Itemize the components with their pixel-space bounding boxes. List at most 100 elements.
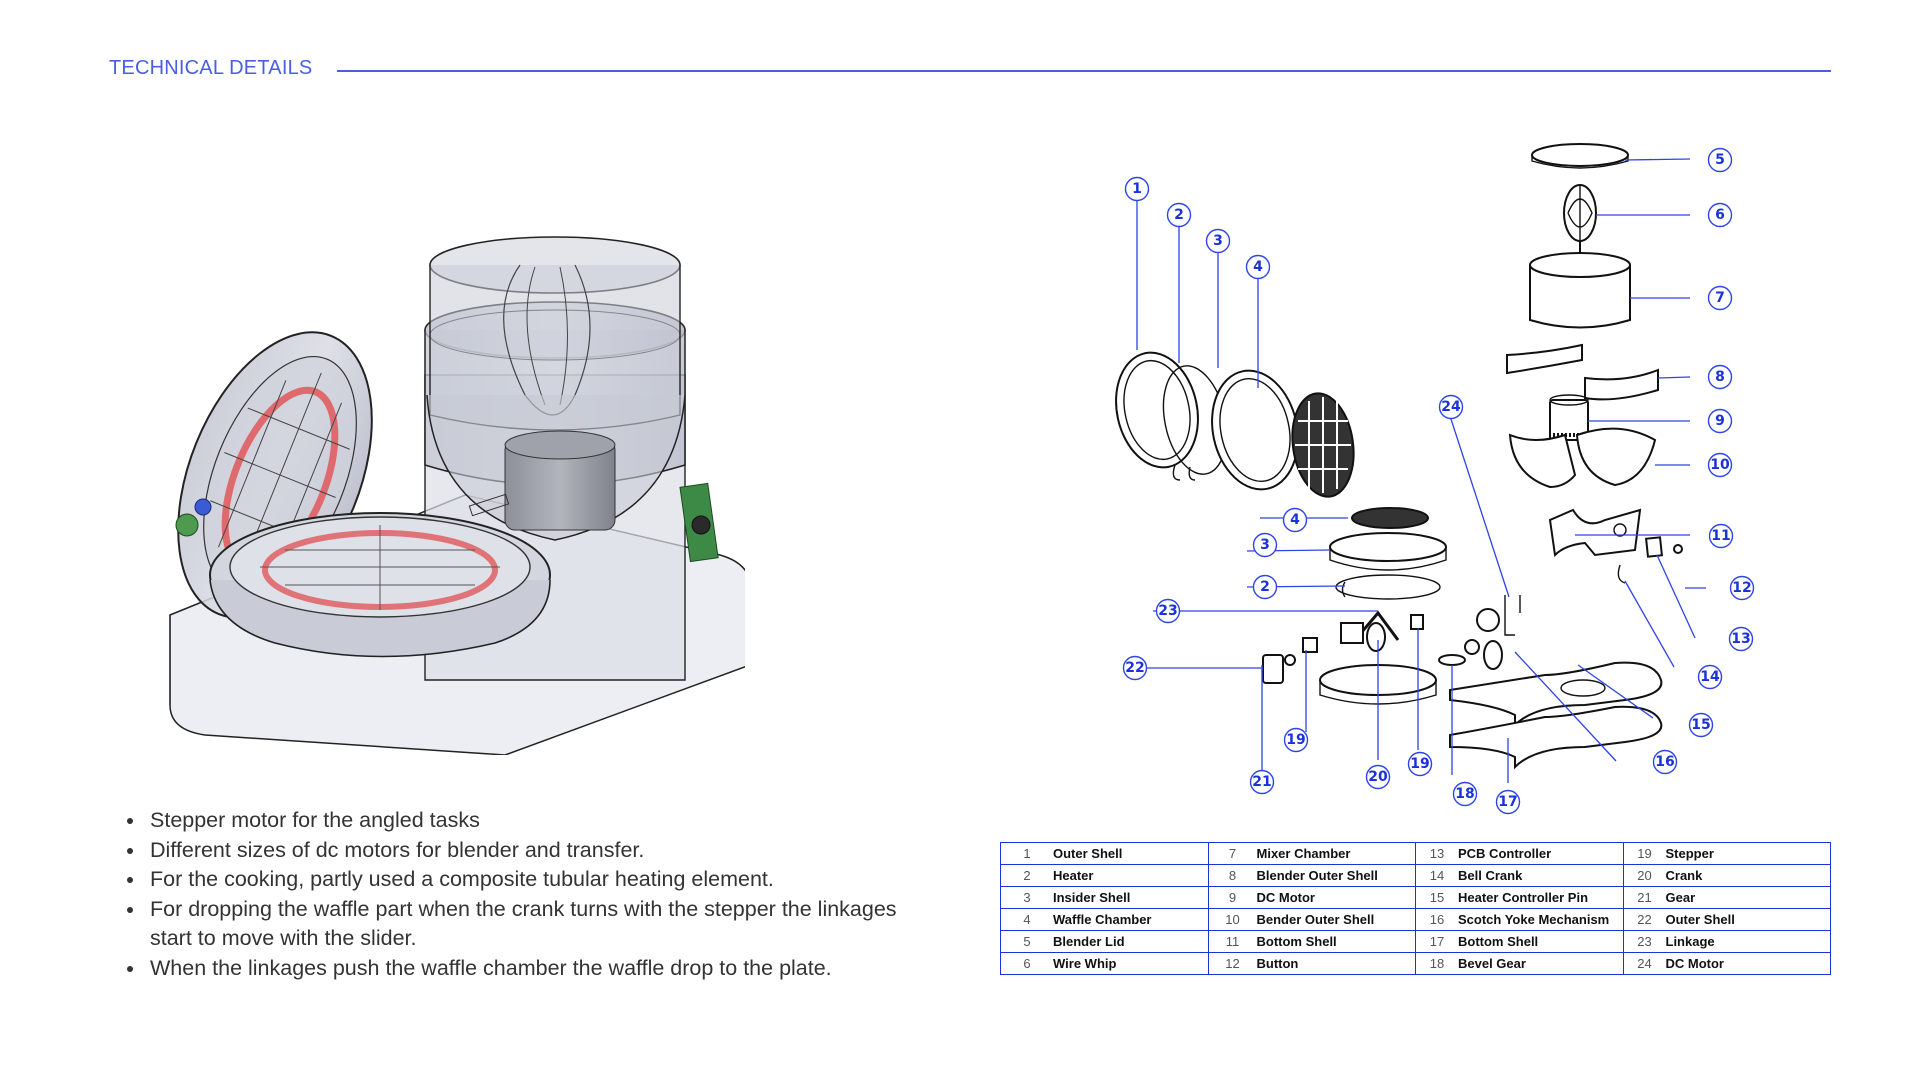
part-name: DC Motor	[1665, 956, 1725, 971]
part-name: Insider Shell	[1053, 890, 1131, 905]
callout-21: 21	[1249, 769, 1275, 795]
svg-text:13: 13	[1731, 631, 1750, 647]
svg-text:2: 2	[1260, 579, 1270, 595]
part-name: Button	[1256, 956, 1299, 971]
part-waffle-chamber-grid	[1291, 392, 1355, 498]
part-number: 16	[1429, 912, 1445, 927]
part-name: Scotch Yoke Mechanism	[1458, 912, 1610, 927]
part-number: 17	[1429, 934, 1445, 949]
callout-5: 5	[1707, 147, 1733, 173]
part-pcb-controller	[1644, 536, 1664, 558]
part-mixer-chamber	[1529, 252, 1631, 329]
callout-6: 6	[1707, 202, 1733, 228]
callout-11: 11	[1708, 523, 1734, 549]
callout-2: 2	[1166, 202, 1192, 228]
part-number: 22	[1637, 912, 1652, 927]
part-number: 24	[1637, 956, 1652, 971]
part-cell: 4 Waffle Chamber	[1000, 908, 1209, 931]
part-name: Blender Lid	[1053, 934, 1125, 949]
part-number: 6	[1023, 956, 1031, 971]
part-blender-lid	[1531, 143, 1629, 169]
part-bell-crank	[1617, 564, 1626, 584]
callout-12: 12	[1729, 575, 1755, 601]
svg-text:21: 21	[1252, 774, 1271, 790]
bullet-item: When the linkages push the waffle chambe…	[146, 954, 906, 984]
section-title: TECHNICAL DETAILS	[109, 57, 313, 79]
callout-19-left: 19	[1283, 727, 1309, 753]
bullet-item: For dropping the waffle part when the cr…	[146, 895, 906, 954]
part-waffle-chamber-stacked	[1351, 507, 1429, 529]
part-number: 20	[1637, 868, 1652, 883]
part-bottom-shell-17	[1449, 661, 1663, 770]
part-dc-motor-9	[1549, 394, 1589, 441]
feature-bullet-list: Stepper motor for the angled tasks Diffe…	[123, 806, 906, 983]
part-number: 23	[1637, 934, 1652, 949]
callout-14: 14	[1697, 664, 1723, 690]
part-cell: 18 Bevel Gear	[1415, 952, 1624, 975]
part-name: Linkage	[1665, 934, 1715, 949]
part-wire-whip	[1563, 184, 1597, 255]
part-name: Gear	[1665, 890, 1696, 905]
part-number: 10	[1225, 912, 1240, 927]
bullet-item: Different sizes of dc motors for blender…	[146, 836, 906, 866]
part-outer-shell-ring	[1115, 351, 1199, 469]
part-number: 1	[1023, 846, 1031, 861]
callout-10: 10	[1707, 452, 1733, 478]
part-name: Wire Whip	[1053, 956, 1117, 971]
svg-text:7: 7	[1715, 290, 1725, 306]
callout-4-stacked: 4	[1282, 507, 1308, 533]
part-cell: 20 Crank	[1622, 864, 1831, 887]
svg-text:3: 3	[1213, 233, 1223, 249]
part-name: Bevel Gear	[1458, 956, 1526, 971]
part-blender-outer-shell	[1506, 343, 1659, 401]
part-number: 14	[1429, 868, 1445, 883]
callout-20: 20	[1365, 764, 1391, 790]
part-cell: 21 Gear	[1622, 886, 1831, 909]
part-number: 4	[1023, 912, 1031, 927]
part-number: 8	[1228, 868, 1237, 883]
gear	[175, 513, 199, 537]
svg-text:24: 24	[1441, 399, 1461, 415]
part-number: 13	[1429, 846, 1445, 861]
callout-15: 15	[1688, 712, 1714, 738]
part-name: Crank	[1665, 868, 1703, 883]
svg-text:6: 6	[1715, 207, 1725, 223]
svg-text:8: 8	[1715, 369, 1725, 385]
part-name: Bottom Shell	[1256, 934, 1337, 949]
part-number: 21	[1637, 890, 1652, 905]
part-insider-shell-stacked	[1329, 532, 1447, 571]
svg-text:3: 3	[1260, 537, 1270, 553]
callout-16: 16	[1652, 749, 1678, 775]
svg-text:23: 23	[1158, 603, 1177, 619]
svg-text:16: 16	[1655, 754, 1674, 770]
svg-text:20: 20	[1368, 769, 1388, 785]
callout-13: 13	[1728, 626, 1754, 652]
exploded-view-diagram: 1 2 3 4 5 6 7 8 9 10 11 12 13 14 15 16 1…	[1115, 143, 1755, 815]
svg-text:2: 2	[1174, 207, 1184, 223]
callout-9: 9	[1707, 408, 1733, 434]
callout-23: 23	[1155, 598, 1181, 624]
svg-text:10: 10	[1710, 457, 1730, 473]
part-stepper-small	[1302, 614, 1424, 653]
bullet-item: Stepper motor for the angled tasks	[146, 806, 906, 836]
part-number: 18	[1429, 956, 1445, 971]
svg-text:19: 19	[1410, 756, 1429, 772]
part-heater-stacked	[1335, 574, 1441, 600]
part-name: Stepper	[1665, 846, 1714, 861]
callout-17: 17	[1495, 789, 1521, 815]
part-bender-outer-shell	[1508, 427, 1657, 489]
part-cell: 6 Wire Whip	[1000, 952, 1209, 975]
part-number: 2	[1023, 868, 1031, 883]
callout-1: 1	[1124, 176, 1150, 202]
part-name: Waffle Chamber	[1053, 912, 1152, 927]
